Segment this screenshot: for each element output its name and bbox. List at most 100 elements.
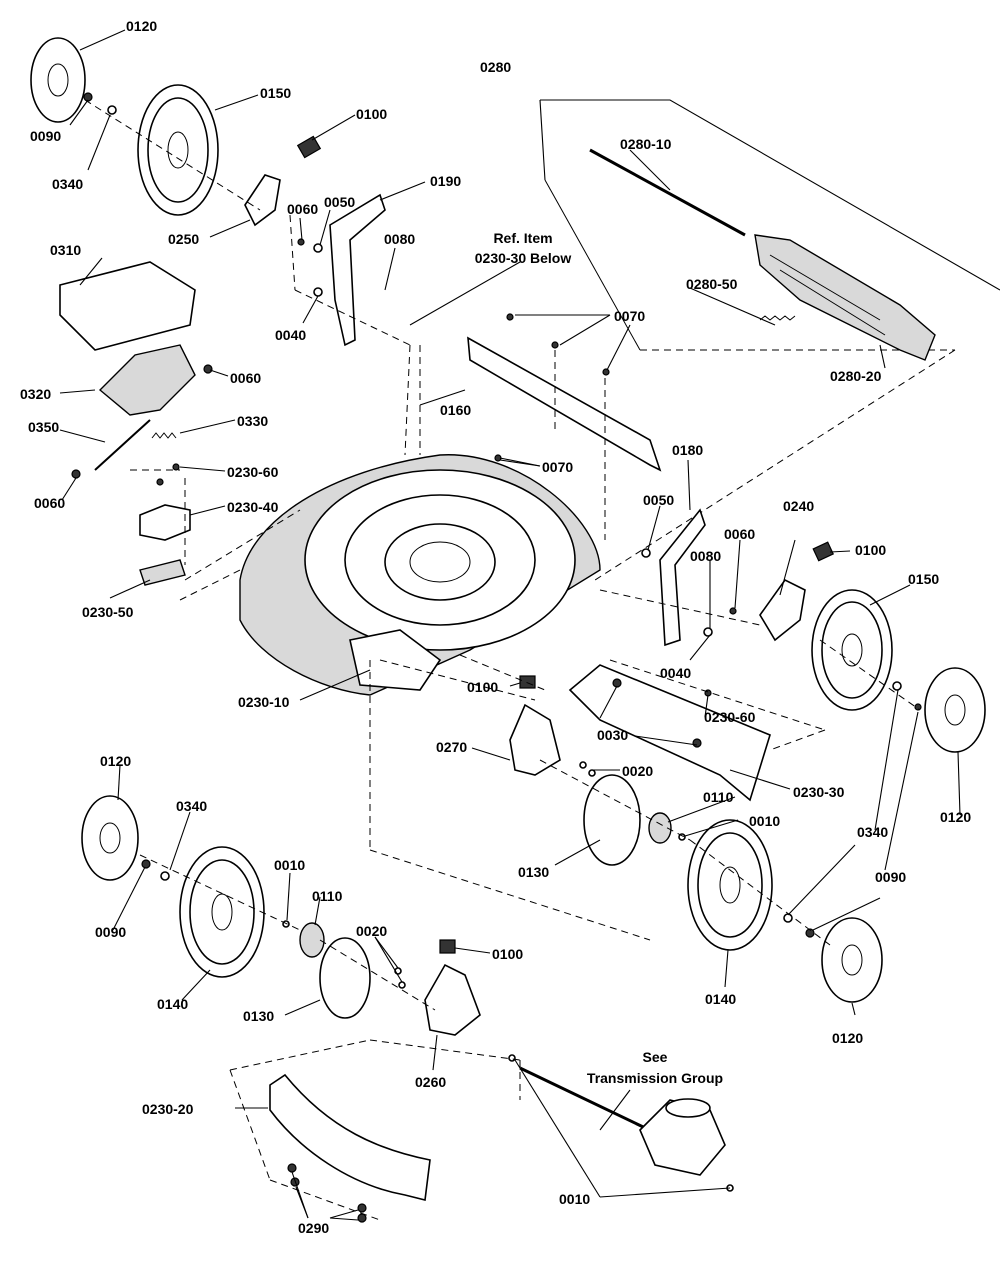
front-guard: [568, 664, 771, 802]
part-label: 0120: [126, 18, 157, 34]
ref-item-note: Ref. Item: [493, 230, 552, 246]
part-label: 0230-10: [238, 694, 290, 710]
baffle-bar: [467, 336, 662, 472]
spring-icon: [759, 315, 796, 321]
spring-icon: [151, 432, 177, 439]
notes: Ref. Item 0230-30 Below See Transmission…: [475, 230, 723, 1086]
wheel-icon: [137, 84, 219, 216]
part-label: 0150: [260, 85, 291, 101]
mower-deck: [239, 454, 601, 696]
part-label: 0010: [749, 813, 780, 829]
see-transmission-note: See: [643, 1049, 668, 1065]
part-label: 0290: [298, 1220, 329, 1236]
wheel-icon: [811, 589, 893, 711]
hubcap-icon: [30, 37, 86, 123]
handle-group: [539, 99, 1000, 581]
bracket: [139, 504, 191, 541]
part-label: 0120: [100, 753, 131, 769]
handle-rod: [589, 148, 746, 237]
part-label: 0120: [832, 1030, 863, 1046]
hardware: [71, 92, 922, 1223]
part-label: 0280-10: [620, 136, 672, 152]
part-label: 0090: [875, 869, 906, 885]
part-label: 0160: [440, 402, 471, 418]
part-label: 0190: [430, 173, 461, 189]
assembly-lines: [84, 99, 921, 1221]
part-label: 0140: [705, 991, 736, 1007]
part-label: 0070: [542, 459, 573, 475]
part-label: 0070: [614, 308, 645, 324]
part-label: 0280-20: [830, 368, 882, 384]
part-label: 0100: [467, 679, 498, 695]
part-label: 0230-50: [82, 604, 134, 620]
handle-housing: [754, 234, 936, 361]
part-label: 0350: [28, 419, 59, 435]
hubcap-icon: [81, 795, 139, 881]
lever-knob: [812, 541, 835, 562]
part-label: 0230-20: [142, 1101, 194, 1117]
lever-knob: [296, 135, 322, 159]
gear-housing: [424, 963, 481, 1036]
part-label: 0040: [660, 665, 691, 681]
drive-shaft: [519, 1066, 661, 1137]
part-label: 0090: [95, 924, 126, 940]
gear-icon: [299, 922, 325, 958]
part-label: 0340: [857, 824, 888, 840]
disk-icon: [583, 774, 641, 866]
part-label: 0010: [559, 1191, 590, 1207]
gear-housing: [509, 703, 561, 776]
part-label: 0340: [176, 798, 207, 814]
axle-bracket: [244, 174, 281, 227]
part-labels: 0120 0090 0340 0150 0100 0250 0060 0050 …: [20, 18, 971, 1236]
part-label: 0060: [287, 201, 318, 217]
part-label: 0140: [157, 996, 188, 1012]
part-label: 0230-40: [227, 499, 279, 515]
leader-lines: [59, 29, 961, 1221]
part-label: 0010: [274, 857, 305, 873]
part-label: 0100: [356, 106, 387, 122]
part-label: 0230-60: [227, 464, 279, 480]
lever-knob: [439, 939, 456, 954]
part-label: 0040: [275, 327, 306, 343]
part-label: 0320: [20, 386, 51, 402]
ref-item-note: 0230-30 Below: [475, 250, 572, 266]
part-label: 0100: [855, 542, 886, 558]
part-label: 0050: [324, 194, 355, 210]
part-label: 0060: [230, 370, 261, 386]
see-transmission-note: Transmission Group: [587, 1070, 723, 1086]
part-label: 0260: [415, 1074, 446, 1090]
part-label: 0230-30: [793, 784, 845, 800]
height-adjust-bracket-front: [659, 508, 706, 647]
part-label: 0280-50: [686, 276, 738, 292]
transmission-icon: [639, 1099, 726, 1176]
gear-icon: [648, 812, 672, 844]
part-label: 0080: [690, 548, 721, 564]
part-label: 0310: [50, 242, 81, 258]
wheel-icon: [179, 846, 265, 978]
part-label: 0060: [724, 526, 755, 542]
lever-knob: [519, 675, 536, 689]
part-label: 0250: [168, 231, 199, 247]
disk-icon: [319, 937, 371, 1019]
part-label: 0340: [52, 176, 83, 192]
part-label: 0280: [480, 59, 511, 75]
part-label: 0110: [703, 789, 734, 805]
part-label: 0110: [312, 888, 343, 904]
part-label: 0130: [243, 1008, 274, 1024]
wheel-icon: [687, 819, 773, 951]
rod: [94, 419, 151, 471]
part-label: 0150: [908, 571, 939, 587]
height-adjust-bracket-rear: [329, 193, 386, 347]
part-label: 0330: [237, 413, 268, 429]
part-label: 0120: [940, 809, 971, 825]
mulch-plug: [98, 344, 196, 416]
grass-bag-frame: [59, 261, 196, 351]
hubcap-icon: [924, 667, 986, 753]
part-label: 0020: [622, 763, 653, 779]
part-label: 0180: [672, 442, 703, 458]
part-label: 0270: [436, 739, 467, 755]
part-label: 0020: [356, 923, 387, 939]
part-label: 0090: [30, 128, 61, 144]
rear-guard: [269, 1073, 431, 1201]
